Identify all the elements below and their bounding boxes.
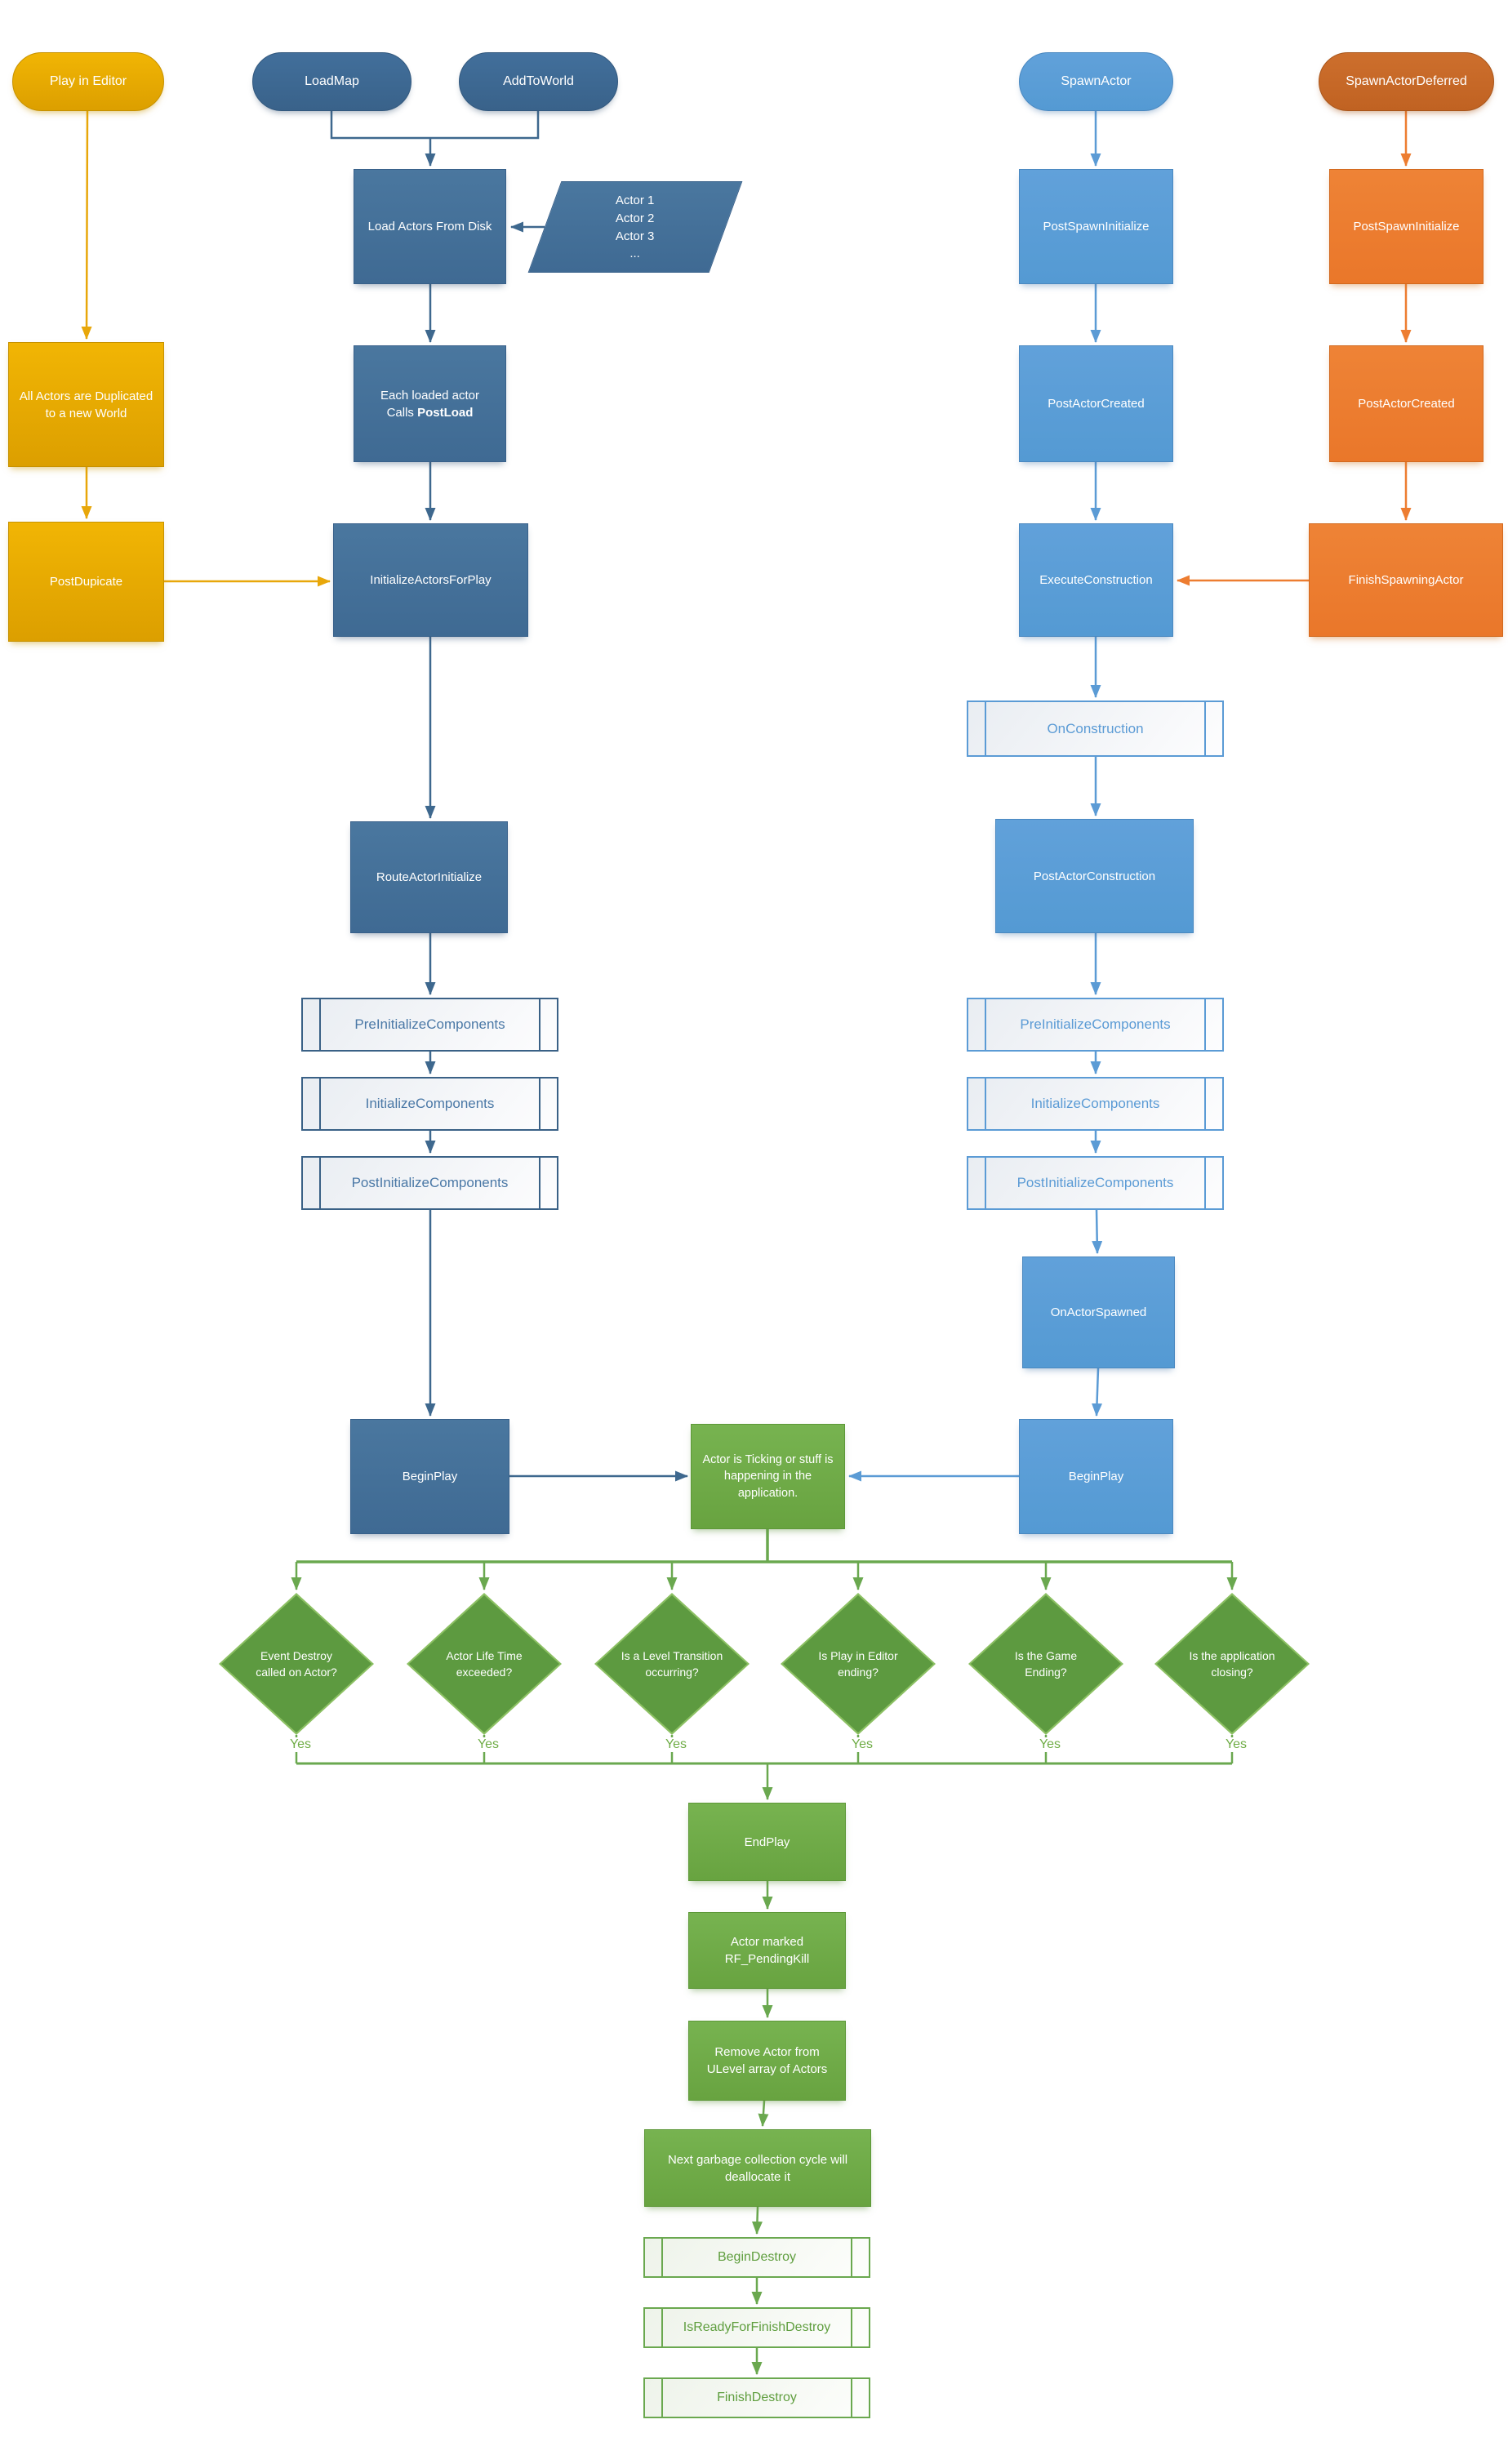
subroutine-preinitializecomponents-right: PreInitializeComponents: [967, 998, 1224, 1052]
decision-label: Event Destroy called on Actor?: [256, 1648, 337, 1679]
decision-label: Is a Level Transition occurring?: [621, 1648, 723, 1679]
each-loaded-actor-line2: Calls PostLoad: [386, 405, 474, 420]
process-beginplay-right: BeginPlay: [1019, 1419, 1173, 1534]
terminator-play-in-editor: Play in Editor: [12, 52, 164, 111]
process-finishspawningactor: FinishSpawningActor: [1309, 523, 1503, 637]
decision-label: Is the application closing?: [1189, 1648, 1275, 1679]
process-all-actors-duplicated: All Actors are Duplicated to a new World: [8, 342, 164, 467]
each-loaded-actor-line1: Each loaded actor: [380, 388, 479, 403]
orange-connectors: [1177, 110, 1412, 586]
process-actor-marked-pendingkill: Actor marked RF_PendingKill: [688, 1912, 846, 1989]
yes-label: Yes: [272, 1737, 329, 1752]
yes-label: Yes: [1021, 1737, 1079, 1752]
dark-blue-connectors: [330, 110, 688, 1482]
decision-label: Is the Game Ending?: [1014, 1648, 1078, 1679]
actor-list-line: ...: [629, 246, 641, 260]
decision-label: Is Play in Editor ending?: [818, 1648, 898, 1679]
subroutine-finishdestroy: FinishDestroy: [643, 2377, 870, 2418]
subroutine-initializecomponents-left: InitializeComponents: [301, 1077, 558, 1131]
process-next-gc-deallocate: Next garbage collection cycle will deall…: [644, 2129, 871, 2207]
actor-list-line: Actor 2: [616, 211, 655, 225]
gold-connectors: [81, 109, 331, 587]
yes-label: Yes: [1208, 1737, 1265, 1752]
process-postspawninitialize-spawn: PostSpawnInitialize: [1019, 169, 1173, 284]
data-actor-list: Actor 1 Actor 2 Actor 3 ...: [527, 181, 743, 273]
terminator-loadmap: LoadMap: [252, 52, 411, 111]
subroutine-onconstruction: OnConstruction: [967, 701, 1224, 757]
decision-level-transition: Is a Level Transition occurring?: [594, 1593, 750, 1735]
decision-label: Actor Life Time exceeded?: [446, 1648, 523, 1679]
process-postactorconstruction: PostActorConstruction: [995, 819, 1194, 933]
decision-lifetime-exceeded: Actor Life Time exceeded?: [407, 1593, 562, 1735]
decision-event-destroy: Event Destroy called on Actor?: [219, 1593, 374, 1735]
process-remove-actor-from-ulevel: Remove Actor from ULevel array of Actors: [688, 2021, 846, 2101]
process-load-actors-from-disk: Load Actors From Disk: [354, 169, 506, 284]
subroutine-isreadyforfinishdestroy: IsReadyForFinishDestroy: [643, 2307, 870, 2348]
process-initializeactorsforplay: InitializeActorsForPlay: [333, 523, 528, 637]
process-postactorcreated-deferred: PostActorCreated: [1329, 345, 1484, 462]
yes-label: Yes: [834, 1737, 891, 1752]
actor-list-line: Actor 1: [616, 193, 655, 207]
yes-label: Yes: [460, 1737, 517, 1752]
light-blue-connectors: [848, 110, 1103, 1482]
process-postdupicate: PostDupicate: [8, 522, 164, 642]
yes-label: Yes: [647, 1737, 705, 1752]
process-routeactorinitialize: RouteActorInitialize: [350, 821, 508, 933]
terminator-spawnactor: SpawnActor: [1019, 52, 1173, 111]
process-onactorspawned: OnActorSpawned: [1022, 1256, 1175, 1368]
process-each-loaded-actor-postload: Each loaded actor Calls PostLoad: [354, 345, 506, 462]
decision-app-closing: Is the application closing?: [1154, 1593, 1310, 1735]
process-executeconstruction: ExecuteConstruction: [1019, 523, 1173, 637]
subroutine-postinitializecomponents-left: PostInitializeComponents: [301, 1156, 558, 1210]
terminator-addtoworld: AddToWorld: [459, 52, 618, 111]
terminator-spawnactordeferred: SpawnActorDeferred: [1319, 52, 1494, 111]
subroutine-begindestroy: BeginDestroy: [643, 2237, 870, 2278]
subroutine-preinitializecomponents-left: PreInitializeComponents: [301, 998, 558, 1052]
decision-game-ending: Is the Game Ending?: [968, 1593, 1123, 1735]
subroutine-postinitializecomponents-right: PostInitializeComponents: [967, 1156, 1224, 1210]
process-endplay: EndPlay: [688, 1803, 846, 1881]
green-connectors: [291, 1529, 1238, 2375]
state-actor-ticking: Actor is Ticking or stuff is happening i…: [691, 1424, 845, 1529]
process-postactorcreated-spawn: PostActorCreated: [1019, 345, 1173, 462]
process-beginplay-left: BeginPlay: [350, 1419, 509, 1534]
decision-pie-ending: Is Play in Editor ending?: [781, 1593, 936, 1735]
actor-list-line: Actor 3: [616, 229, 655, 242]
process-postspawninitialize-deferred: PostSpawnInitialize: [1329, 169, 1484, 284]
subroutine-initializecomponents-right: InitializeComponents: [967, 1077, 1224, 1131]
